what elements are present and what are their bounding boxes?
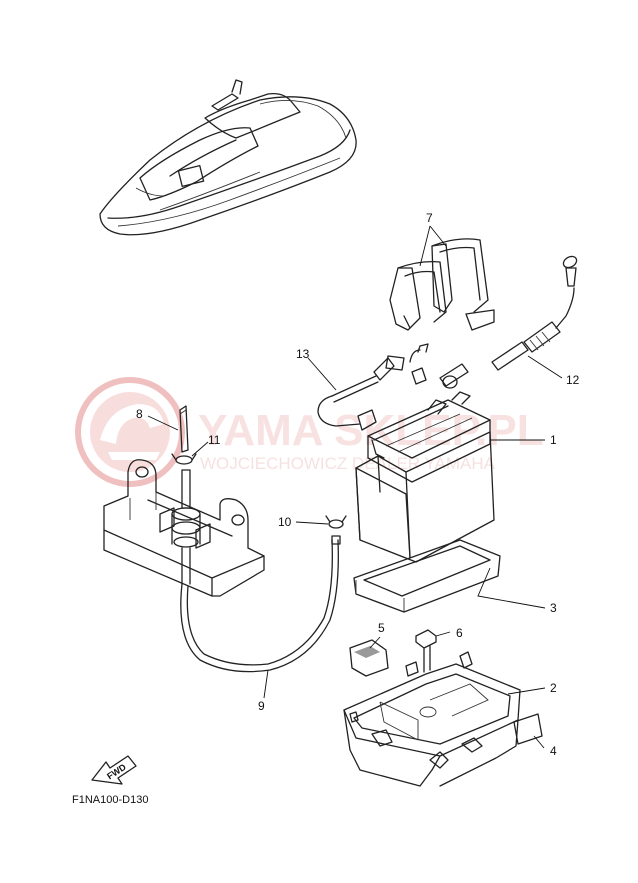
- battery: [355, 391, 495, 563]
- callout-9: 9: [258, 699, 265, 713]
- callout-3: 3: [550, 601, 557, 615]
- jet-ski-overview: [99, 79, 357, 236]
- diagram-code: F1NA100-D130: [72, 794, 148, 806]
- battery-holder: [103, 459, 265, 597]
- helmet-logo: [75, 377, 185, 487]
- callout-7: 7: [426, 211, 433, 225]
- callout-8: 8: [136, 407, 143, 421]
- pad: [513, 713, 543, 745]
- fwd-arrow: FWD: [91, 755, 137, 785]
- callout-5: 5: [378, 621, 385, 635]
- breather-pipe: [491, 255, 578, 371]
- pipe-clip: [171, 453, 197, 465]
- callout-1: 1: [550, 433, 557, 447]
- watermark: YAMA SKLEP.PL WOJCIECHOWICZ DEALER YAMAH…: [75, 377, 544, 487]
- bolt: [415, 629, 437, 673]
- hose-clip: [325, 515, 347, 529]
- cover-cap: [349, 639, 389, 677]
- callouts: 7 12 13 1 3 2 4 5 6 8 11 10 9: [136, 211, 580, 758]
- fwd-arrow-label: FWD: [105, 762, 128, 782]
- leader-lines: [147, 225, 563, 749]
- battery-box: [343, 651, 521, 787]
- callout-13: 13: [296, 347, 310, 361]
- battery-band: [389, 238, 495, 331]
- callout-12: 12: [566, 373, 580, 387]
- callout-4: 4: [550, 744, 557, 758]
- callout-11: 11: [208, 433, 221, 447]
- lead-wire: [317, 343, 469, 431]
- watermark-subtitle: WOJCIECHOWICZ DEALER YAMAHA: [200, 454, 496, 473]
- callout-6: 6: [456, 626, 463, 640]
- breather-hose: [180, 535, 341, 673]
- vent-pipe: [179, 405, 189, 453]
- callout-2: 2: [550, 681, 557, 695]
- callout-10: 10: [278, 515, 292, 529]
- battery-damper: [353, 539, 501, 613]
- watermark-title: YAMA SKLEP.PL: [198, 406, 544, 455]
